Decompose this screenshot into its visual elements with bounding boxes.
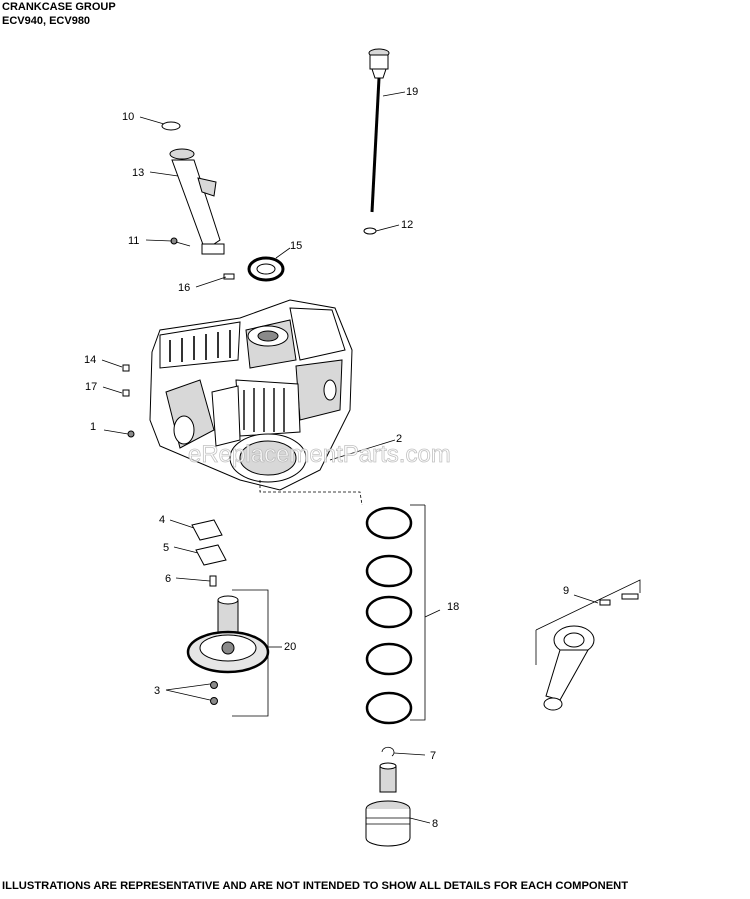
- callout-6: 6: [165, 573, 171, 585]
- callout-19: 19: [406, 86, 418, 98]
- callout-18: 18: [447, 601, 459, 613]
- ring-set-bracket: [410, 505, 426, 721]
- screw-part-3b: [210, 697, 218, 705]
- assembly-reference-line: [259, 480, 363, 506]
- callout-11: 11: [128, 235, 139, 247]
- callout-5: 5: [163, 542, 169, 554]
- plug-part-14: [122, 364, 130, 372]
- dipstick-part: [368, 48, 390, 213]
- dowel-pin-part: [223, 273, 235, 280]
- fill-tube-screw-part: [170, 237, 191, 247]
- screw-part-1: [127, 430, 135, 438]
- watermark-text: eReplacementParts.com: [188, 441, 451, 468]
- rod-bracket: [535, 579, 641, 631]
- callout-8: 8: [432, 818, 438, 830]
- callout-1: 1: [90, 421, 96, 433]
- pin-part-6: [209, 575, 217, 587]
- fill-tube-o-ring-part: [161, 121, 181, 131]
- callout-2: 2: [396, 433, 402, 445]
- piston-pin-part: [379, 762, 397, 793]
- connecting-rod-part: [543, 593, 639, 711]
- callout-20: 20: [284, 641, 296, 653]
- plate-part-5: [195, 544, 227, 566]
- callout-12: 12: [401, 219, 413, 231]
- crankcase-part: [149, 299, 353, 491]
- dipstick-o-ring-part: [363, 227, 377, 235]
- camshaft-part: [186, 595, 270, 674]
- callout-9: 9: [563, 585, 569, 597]
- oil-fill-tube-part: [169, 148, 225, 255]
- oil-seal-part: [247, 256, 285, 282]
- plate-part-4: [191, 519, 223, 541]
- callout-16: 16: [178, 282, 190, 294]
- callout-3: 3: [154, 685, 160, 697]
- piston-pin-retainer-part: [381, 746, 395, 757]
- callout-10: 10: [122, 111, 134, 123]
- piston-part: [365, 800, 411, 847]
- callout-4: 4: [159, 514, 165, 526]
- screw-part-3a: [210, 681, 218, 689]
- plug-part-17: [122, 389, 130, 397]
- disclaimer-footer: ILLUSTRATIONS ARE REPRESENTATIVE AND ARE…: [2, 880, 629, 892]
- callout-17: 17: [85, 381, 97, 393]
- callout-14: 14: [84, 354, 96, 366]
- piston-rings-part: [365, 506, 413, 725]
- camshaft-bracket: [232, 589, 269, 717]
- callout-13: 13: [132, 167, 144, 179]
- model-list: ECV940, ECV980: [2, 15, 91, 27]
- diagram-title: CRANKCASE GROUP: [2, 1, 116, 13]
- callout-7: 7: [430, 750, 436, 762]
- callout-15: 15: [290, 240, 302, 252]
